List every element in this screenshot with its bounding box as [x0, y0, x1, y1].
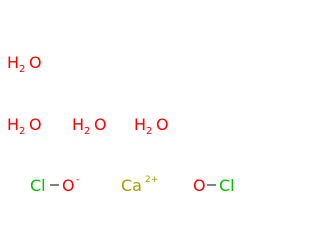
water-4-subscript: 2	[146, 126, 152, 137]
water-3-oxygen: O	[94, 115, 107, 134]
water-molecule-1: H 2 O	[7, 53, 42, 75]
water-4-oxygen: O	[156, 115, 169, 134]
hypochlorite-right: O - Cl	[193, 175, 235, 195]
water-1-hydrogen: H	[7, 53, 19, 72]
hypochlorite-right-charge: -	[196, 175, 199, 185]
hypochlorite-right-chlorine: Cl	[219, 176, 235, 195]
water-molecule-3: H 2 O	[72, 115, 107, 137]
hypochlorite-right-oxygen: O	[193, 176, 206, 195]
water-2-oxygen: O	[29, 115, 42, 134]
calcium-symbol: Ca	[121, 176, 142, 195]
calcium-ion: Ca 2+	[121, 175, 158, 195]
chemical-structure: H 2 O H 2 O H 2 O H 2 O Cl O - Ca 2+ O -…	[7, 53, 235, 195]
hypochlorite-left: Cl O -	[30, 175, 79, 195]
water-2-subscript: 2	[19, 126, 25, 137]
water-3-subscript: 2	[84, 126, 90, 137]
hypochlorite-left-oxygen: O	[62, 176, 75, 195]
calcium-charge: 2+	[145, 175, 158, 185]
water-1-oxygen: O	[29, 53, 42, 72]
water-4-hydrogen: H	[134, 115, 146, 134]
water-molecule-2: H 2 O	[7, 115, 42, 137]
hypochlorite-left-charge: -	[76, 175, 79, 185]
water-1-subscript: 2	[19, 64, 25, 75]
water-3-hydrogen: H	[72, 115, 84, 134]
water-2-hydrogen: H	[7, 115, 19, 134]
hypochlorite-left-chlorine: Cl	[30, 176, 46, 195]
water-molecule-4: H 2 O	[134, 115, 169, 137]
